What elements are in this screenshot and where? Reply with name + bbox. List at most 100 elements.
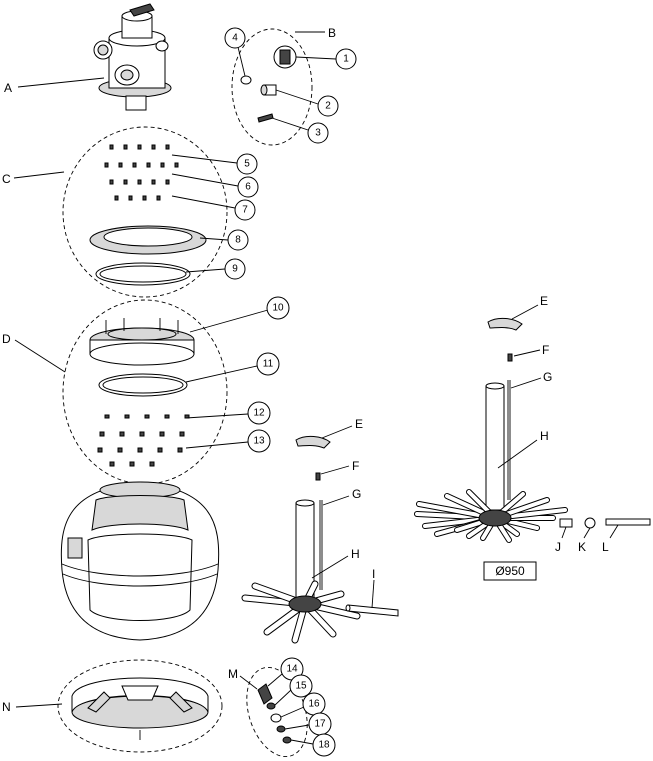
- valve-pin-part: [257, 113, 274, 123]
- callout-9: 9: [232, 264, 238, 275]
- lid-o-ring: [95, 262, 191, 286]
- lid-screw: [151, 144, 156, 150]
- collector-screw-f: [315, 472, 321, 481]
- collector-hub-large: [478, 509, 512, 527]
- callout-18: 18: [318, 740, 330, 751]
- ring-screw: [104, 414, 110, 419]
- callout-17: 17: [314, 719, 326, 730]
- lid-screw: [123, 144, 128, 150]
- label-i: I: [372, 567, 375, 581]
- lid-screw: [160, 162, 165, 168]
- callout-2: 2: [325, 101, 331, 112]
- callout-16: 16: [308, 699, 320, 710]
- callout-13: 13: [253, 436, 265, 447]
- drain-parts: [257, 683, 292, 744]
- lid-screw: [137, 144, 142, 150]
- lid-screw: [123, 179, 128, 185]
- label-j: J: [555, 540, 561, 554]
- group-n-outline: [57, 659, 223, 753]
- lid-screw: [146, 162, 151, 168]
- callout-8: 8: [235, 235, 241, 246]
- callout-4: 4: [232, 33, 238, 44]
- lid-screw: [165, 144, 170, 150]
- lid-screw: [174, 162, 179, 168]
- lid-screws: [104, 144, 179, 201]
- label-e: E: [355, 417, 363, 431]
- label-n: N: [2, 700, 11, 714]
- group-c-outline: [62, 126, 228, 298]
- lid-screw: [156, 195, 161, 201]
- label-g-large: G: [543, 370, 552, 384]
- ring-nut: [137, 447, 143, 453]
- central-pipe-h-large: [485, 382, 505, 511]
- lid-screw: [165, 179, 170, 185]
- callout-14: 14: [286, 664, 298, 675]
- callout-3: 3: [315, 128, 321, 139]
- label-f: F: [352, 459, 359, 473]
- lid-screw: [109, 179, 114, 185]
- lateral-cap-k: [584, 517, 596, 529]
- collector-screw-f-large: [507, 353, 513, 362]
- tank-ring-screws: [97, 414, 190, 467]
- spare-lateral-i: [345, 604, 399, 617]
- callout-7: 7: [242, 205, 248, 216]
- lid-screw: [104, 162, 109, 168]
- callout-6: 6: [245, 182, 251, 193]
- ring-nut: [149, 461, 155, 467]
- collector-clip-e-large: [487, 317, 523, 331]
- ring-nut: [139, 431, 145, 437]
- lid-screw: [128, 195, 133, 201]
- lid-screw: [151, 179, 156, 185]
- ring-screw: [164, 414, 170, 419]
- ring-screw: [124, 414, 130, 419]
- callout-10: 10: [272, 303, 284, 314]
- ring-nut: [109, 461, 115, 467]
- tank-base-stand: [71, 677, 209, 740]
- lid-screw: [132, 162, 137, 168]
- collector-hub: [288, 595, 322, 613]
- lid-screw: [109, 144, 114, 150]
- callout-12: 12: [253, 408, 265, 419]
- valve-handle-part: [273, 45, 297, 69]
- central-pipe-h: [295, 499, 315, 599]
- lid-screw: [142, 195, 147, 201]
- callout-5: 5: [244, 159, 250, 170]
- ring-nut: [179, 431, 185, 437]
- ring-nut: [117, 447, 123, 453]
- label-m: M: [228, 667, 238, 681]
- lid-screw: [137, 179, 142, 185]
- lid-screw: [114, 195, 119, 201]
- callout-11: 11: [263, 359, 274, 370]
- spare-lateral-l: [605, 518, 651, 526]
- label-g: G: [352, 487, 361, 501]
- small-washer-part: [240, 75, 252, 85]
- ring-nut: [97, 447, 103, 453]
- callout-15: 15: [295, 681, 307, 692]
- ring-nut: [177, 447, 183, 453]
- leader-a: [17, 77, 105, 88]
- label-k: K: [578, 540, 586, 554]
- label-b: B: [328, 26, 336, 40]
- label-e-large: E: [540, 294, 548, 308]
- lid-flange-ring: [89, 225, 207, 255]
- dimension-label: Ø950: [495, 564, 525, 578]
- tank-o-ring: [98, 373, 188, 397]
- label-h: H: [351, 547, 360, 561]
- ring-nut: [99, 431, 105, 437]
- callout-1: 1: [343, 54, 349, 65]
- dimension-box: [483, 561, 537, 581]
- ring-nut: [157, 447, 163, 453]
- ring-screw: [144, 414, 150, 419]
- ring-nut: [119, 431, 125, 437]
- multiport-valve: [93, 3, 172, 111]
- label-c: C: [2, 172, 11, 186]
- label-h-large: H: [540, 429, 549, 443]
- valve-nut-part: [260, 84, 277, 96]
- lid-screw: [118, 162, 123, 168]
- ring-nut: [159, 431, 165, 437]
- lateral-adapter-j: [559, 518, 573, 528]
- group-b-outline: [231, 28, 313, 146]
- label-l: L: [602, 540, 609, 554]
- tank-neck-ring: [89, 318, 195, 366]
